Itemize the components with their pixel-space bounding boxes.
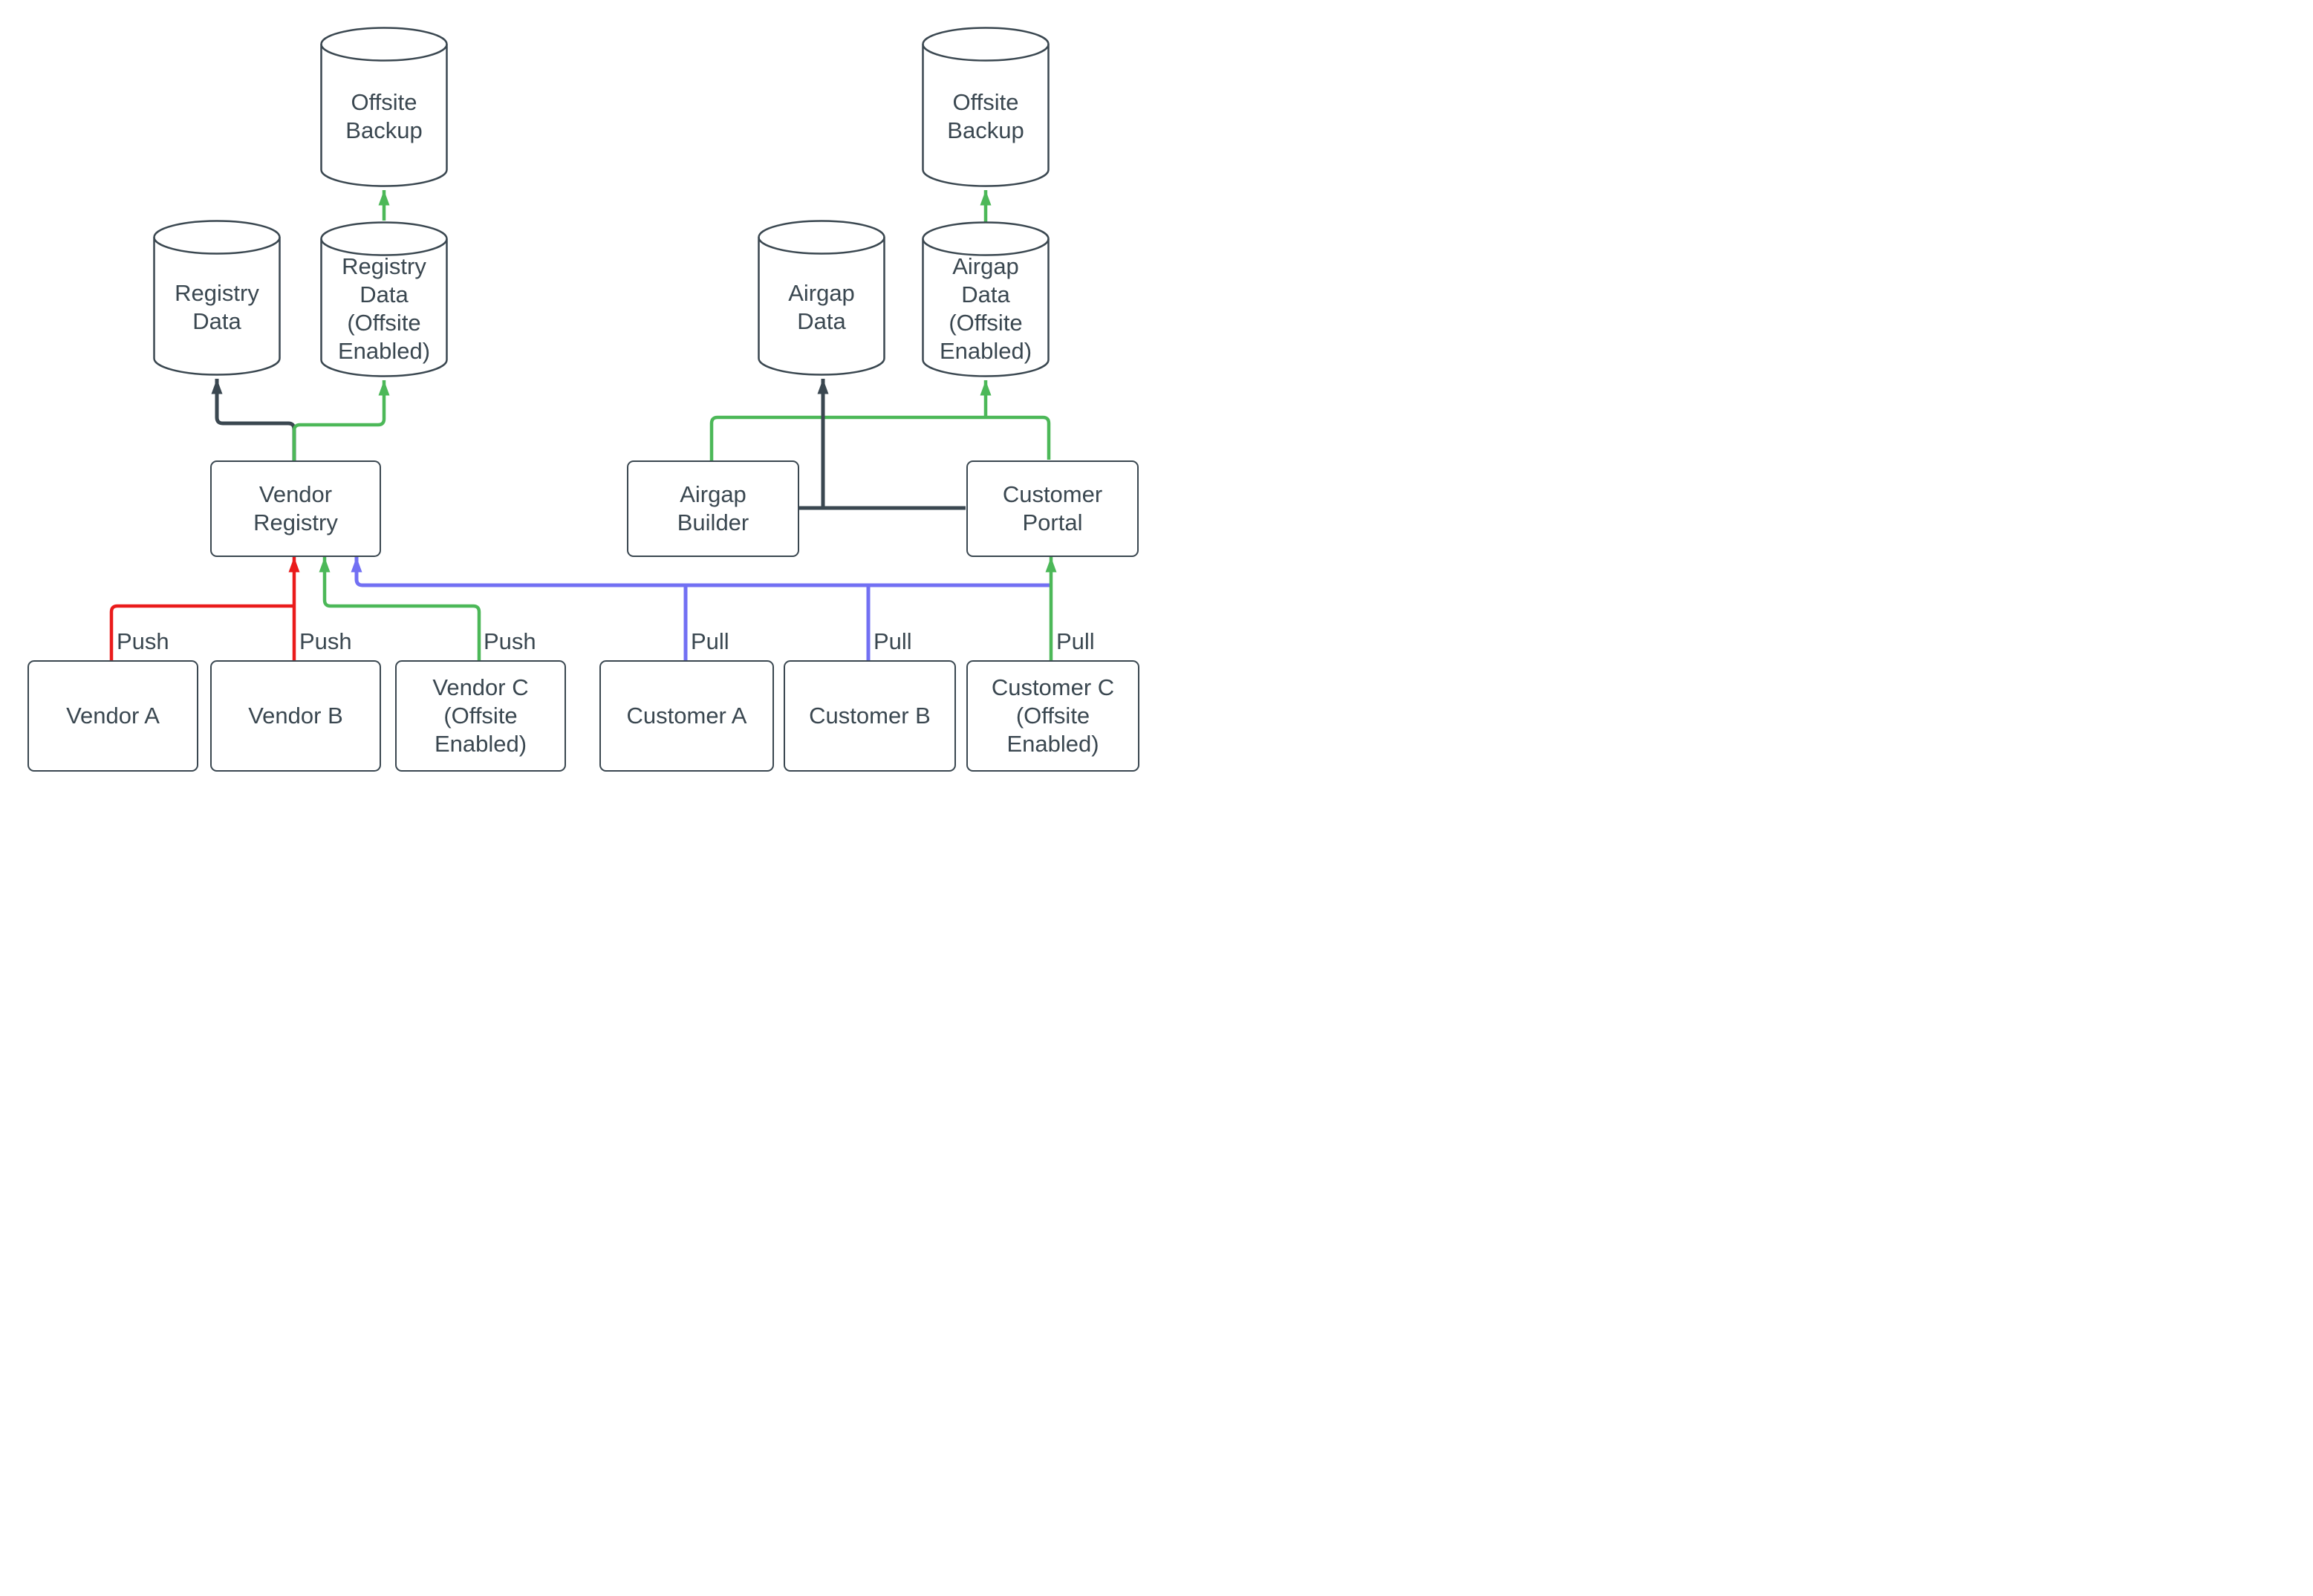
edge-vendor-a-push bbox=[109, 604, 294, 660]
node-registry-data: Registry Data bbox=[153, 220, 281, 376]
node-label: Vendor C (Offsite Enabled) bbox=[432, 674, 529, 757]
node-customer-portal: Customer Portal bbox=[966, 460, 1139, 557]
edge-green-tree-right bbox=[709, 415, 1051, 461]
node-label: Vendor A bbox=[66, 703, 160, 729]
node-label: Registry Data (Offsite Enabled) bbox=[337, 253, 431, 364]
node-label: Registry Data bbox=[175, 280, 259, 334]
node-label: Vendor B bbox=[248, 703, 343, 729]
node-label: Customer B bbox=[809, 703, 931, 729]
edge-label-push-vendor-a: Push bbox=[117, 628, 169, 654]
node-label: Offsite Backup bbox=[345, 89, 423, 143]
node-airgap-data: Airgap Data bbox=[758, 220, 885, 376]
connector-layer bbox=[109, 190, 1057, 660]
cylinder-shape bbox=[922, 27, 1050, 187]
node-label: Customer Portal bbox=[1002, 481, 1103, 535]
node-label: Airgap Data bbox=[788, 280, 855, 334]
edge-vendor-registry-to-registry-data-offsite bbox=[292, 380, 390, 461]
node-vendor-c: Vendor C (Offsite Enabled) bbox=[395, 660, 566, 772]
node-vendor-a: Vendor A bbox=[27, 660, 198, 772]
node-label: Vendor Registry bbox=[253, 481, 338, 535]
node-customer-b: Customer B bbox=[784, 660, 956, 772]
node-customer-c: Customer C (Offsite Enabled) bbox=[966, 660, 1139, 772]
node-offsite-backup-right: Offsite Backup bbox=[922, 27, 1050, 187]
cylinder-shape bbox=[320, 221, 448, 377]
edge-label-pull-customer-c: Pull bbox=[1056, 628, 1095, 654]
node-label: Airgap Builder bbox=[677, 481, 749, 535]
diagram-canvas: Offsite Backup Offsite Backup Registry D… bbox=[0, 0, 1156, 798]
cylinder-shape bbox=[153, 220, 281, 376]
edge-vendor-registry-to-registry-data bbox=[211, 379, 296, 461]
node-vendor-registry: Vendor Registry bbox=[210, 460, 381, 557]
node-label: Offsite Backup bbox=[947, 89, 1024, 143]
edge-label-pull-customer-a: Pull bbox=[691, 628, 729, 654]
cylinder-shape bbox=[320, 27, 448, 187]
edge-vendor-c-push bbox=[319, 557, 481, 660]
node-label: Airgap Data (Offsite Enabled) bbox=[939, 253, 1032, 364]
edge-label-push-vendor-c: Push bbox=[484, 628, 536, 654]
node-vendor-b: Vendor B bbox=[210, 660, 381, 772]
node-offsite-backup-left: Offsite Backup bbox=[320, 27, 448, 187]
node-customer-a: Customer A bbox=[599, 660, 774, 772]
cylinder-shape bbox=[758, 220, 885, 376]
node-airgap-builder: Airgap Builder bbox=[627, 460, 799, 557]
node-label: Customer A bbox=[626, 703, 747, 729]
node-label: Customer C (Offsite Enabled) bbox=[991, 674, 1115, 757]
node-registry-data-offsite: Registry Data (Offsite Enabled) bbox=[320, 221, 448, 377]
edge-pull-trunk-to-vendor-registry bbox=[351, 557, 1050, 587]
edge-label-push-vendor-b: Push bbox=[299, 628, 352, 654]
cylinder-shape bbox=[922, 221, 1050, 377]
edge-label-pull-customer-b: Pull bbox=[874, 628, 912, 654]
node-airgap-data-offsite: Airgap Data (Offsite Enabled) bbox=[922, 221, 1050, 377]
